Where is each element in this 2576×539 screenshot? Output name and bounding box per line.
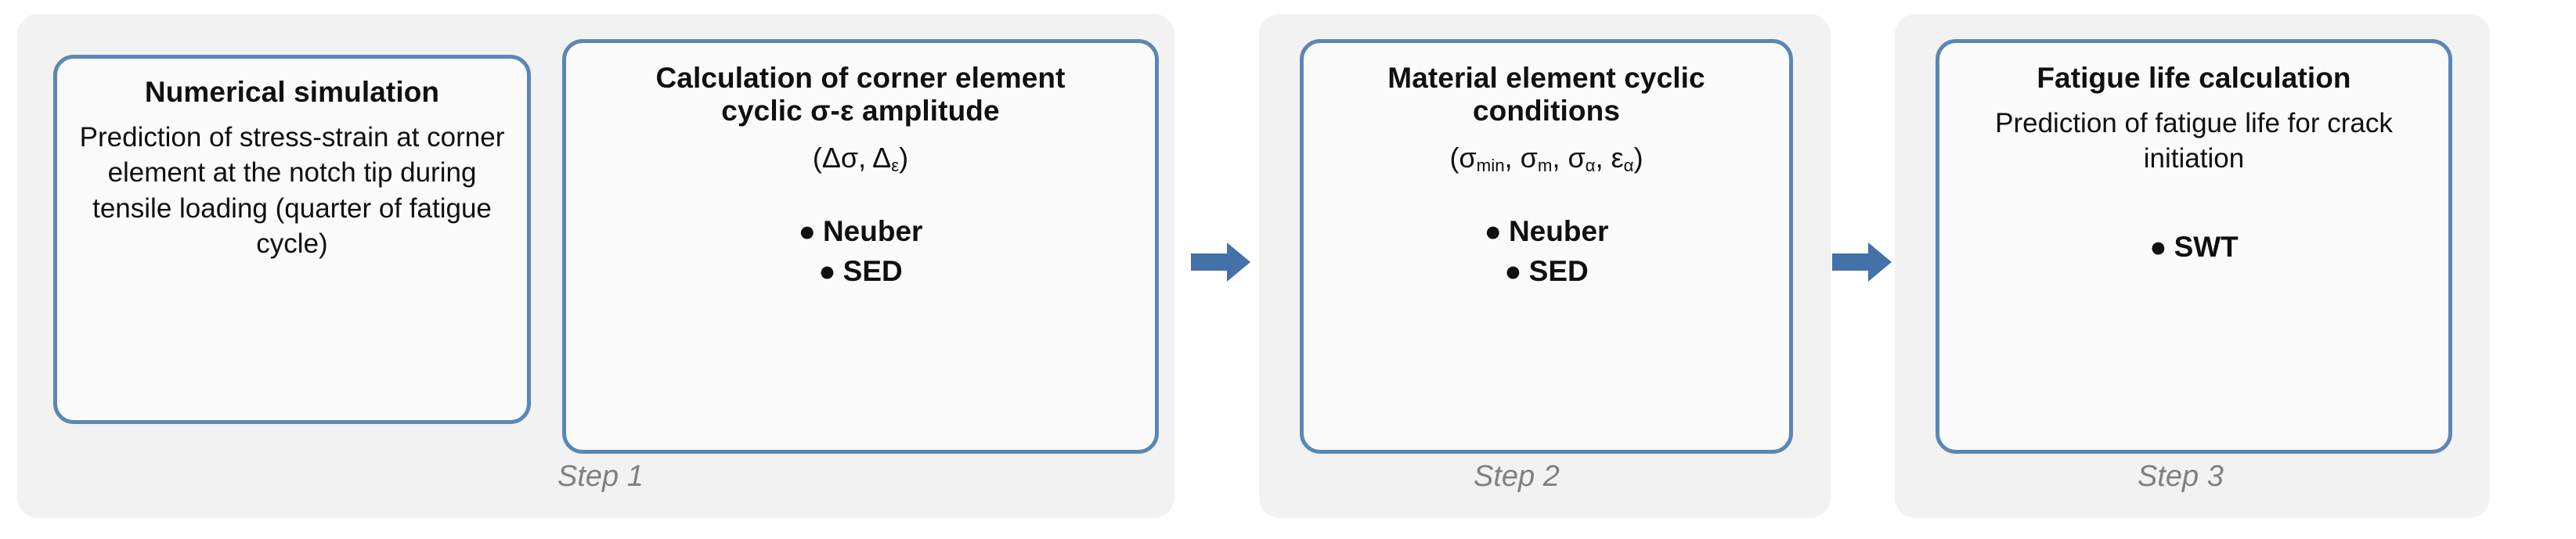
formula-epsilon-a-subscript: α xyxy=(1623,155,1634,175)
box-material-element-title-line2: conditions xyxy=(1472,94,1621,127)
box-corner-element-method-list: ●Neuber ●SED xyxy=(799,211,923,293)
list-item-label: Neuber xyxy=(1508,214,1609,247)
box-numerical-simulation[interactable]: Numerical simulation Prediction of stres… xyxy=(53,55,531,424)
list-item-label: Neuber xyxy=(822,214,923,247)
formula-sigma-m-subscript: m xyxy=(1537,155,1553,175)
formula-sigma-a-subscript: α xyxy=(1585,155,1596,175)
formula-sigma-min-subscript: min xyxy=(1476,155,1505,175)
box-material-element-formula: (σmin, σm, σα, εα) xyxy=(1449,140,1643,175)
list-item-label: SED xyxy=(842,255,903,288)
arrow-step1-to-step2-icon xyxy=(1189,240,1252,284)
box-material-element-method-list: ●Neuber ●SED xyxy=(1485,211,1609,293)
bullet-icon: ● xyxy=(2149,230,2167,263)
box-corner-element-title-line2: cyclic σ-ε amplitude xyxy=(721,94,1000,127)
bullet-icon: ● xyxy=(818,255,836,288)
step-1-caption: Step 1 xyxy=(557,460,644,493)
step-2-caption: Step 2 xyxy=(1474,460,1560,493)
box-material-element-title-line1: Material element cyclic xyxy=(1387,62,1705,94)
box-material-element-conditions[interactable]: Material element cyclic conditions (σmin… xyxy=(1300,39,1793,454)
box-corner-element-title-line1: Calculation of corner element xyxy=(655,62,1066,94)
box-corner-element-formula: (Δσ, Δε) xyxy=(813,140,908,175)
box-numerical-simulation-title: Numerical simulation xyxy=(144,76,440,108)
formula-close-paren: ) xyxy=(1633,141,1643,174)
formula-sigma-min-open: (σ xyxy=(1449,141,1477,174)
box-material-element-title: Material element cyclic conditions xyxy=(1387,62,1705,128)
formula-delta-sigma-open: (Δσ, Δ xyxy=(812,141,892,174)
box-numerical-simulation-description: Prediction of stress-strain at corner el… xyxy=(79,121,505,260)
formula-sep-1: , xyxy=(1504,141,1521,174)
box-corner-element-calculation[interactable]: Calculation of corner element cyclic σ-ε… xyxy=(562,39,1159,454)
step-3-caption: Step 3 xyxy=(2138,460,2224,493)
formula-sep-3: , xyxy=(1595,141,1611,174)
arrow-step2-to-step3-icon xyxy=(1831,240,1893,284)
bullet-icon: ● xyxy=(1504,255,1522,288)
formula-epsilon-a-open: ε xyxy=(1611,141,1624,174)
list-item-neuber: ●Neuber xyxy=(1485,211,1609,252)
formula-close-paren: ) xyxy=(899,141,909,174)
formula-delta-epsilon-subscript: ε xyxy=(891,155,900,175)
formula-sigma-m-open: σ xyxy=(1520,141,1538,174)
bullet-icon: ● xyxy=(798,214,816,247)
formula-sep-2: , xyxy=(1552,141,1568,174)
list-item-label: SED xyxy=(1528,255,1589,288)
formula-sigma-a-open: σ xyxy=(1568,141,1586,174)
list-item-label: SWT xyxy=(2174,230,2239,263)
box-corner-element-title: Calculation of corner element cyclic σ-ε… xyxy=(655,62,1065,128)
list-item-neuber: ●Neuber xyxy=(799,211,923,252)
box-fatigue-life-calculation[interactable]: Fatigue life calculation Prediction of f… xyxy=(1936,39,2452,454)
box-fatigue-life-description: Prediction of fatigue life for crack ini… xyxy=(1995,107,2393,174)
list-item-sed: ●SED xyxy=(1485,251,1609,292)
list-item-swt: ●SWT xyxy=(2149,227,2239,268)
list-item-sed: ●SED xyxy=(799,251,923,292)
box-fatigue-life-title: Fatigue life calculation xyxy=(2037,62,2351,94)
box-fatigue-life-method-list: ●SWT xyxy=(2149,227,2239,268)
bullet-icon: ● xyxy=(1484,214,1502,247)
